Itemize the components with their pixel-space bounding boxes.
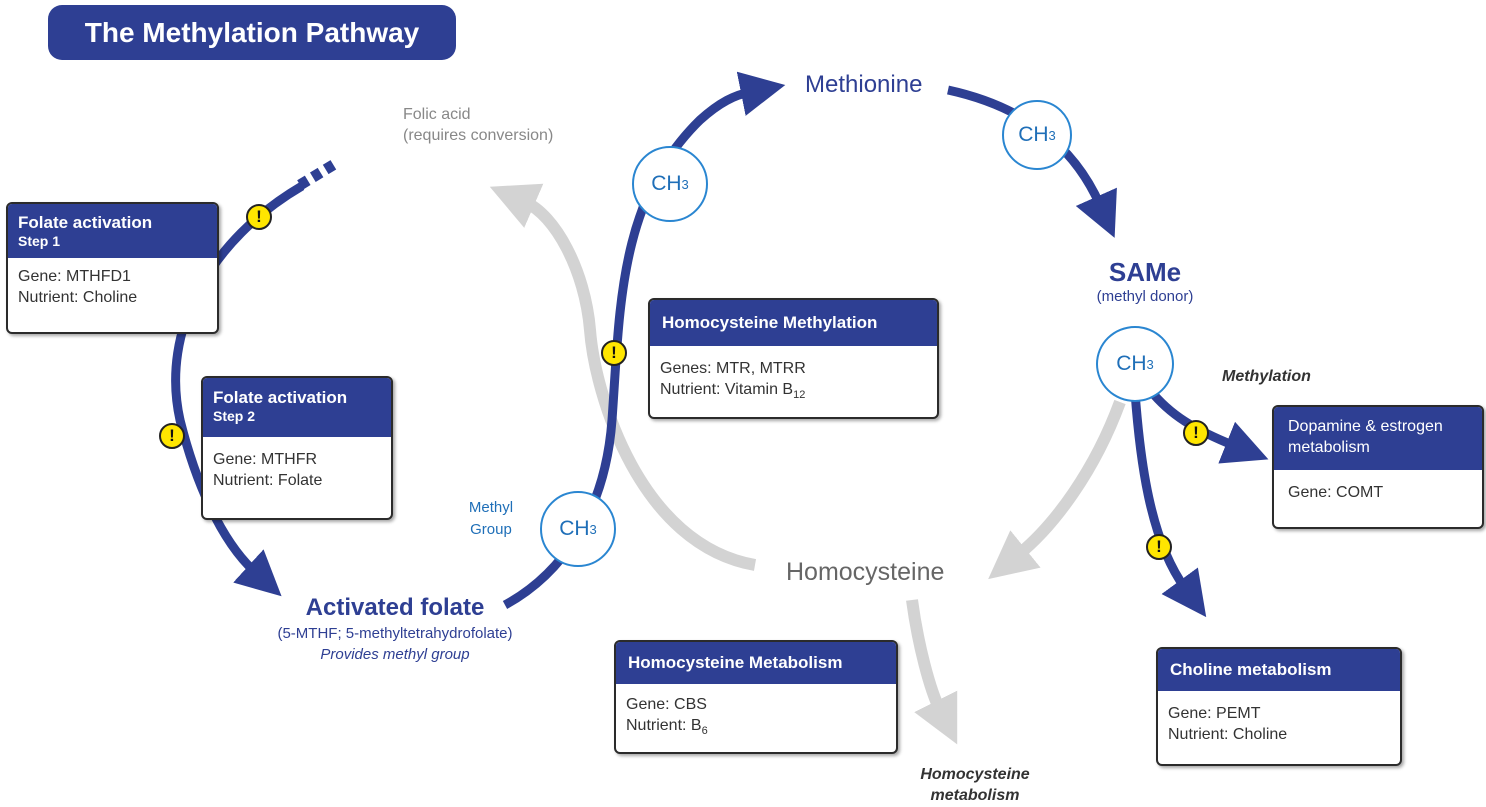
box-body: Gene: COMT <box>1274 470 1482 511</box>
ch3-base: CH <box>1018 123 1049 146</box>
box-title: Choline metabolism <box>1170 660 1332 679</box>
box-body: Gene: CBS Nutrient: B6 <box>616 684 896 750</box>
warning-icon-comt: ! <box>1183 420 1209 446</box>
box-body: Genes: MTR, MTRR Nutrient: Vitamin B12 <box>650 346 937 414</box>
nutrient-line: Nutrient: B6 <box>626 715 886 742</box>
warning-icon-pemt: ! <box>1146 534 1172 560</box>
ch3-base: CH <box>559 517 590 540</box>
folic-acid-label: Folic acid (requires conversion) <box>403 104 553 146</box>
choline-metabolism-box: Choline metabolism Gene: PEMT Nutrient: … <box>1156 647 1402 766</box>
nutrient-line: Nutrient: Folate <box>213 472 323 489</box>
nutrient-text: Nutrient: B <box>626 717 702 734</box>
ch3-base: CH <box>1116 352 1147 375</box>
nutrient-subscript: 6 <box>701 725 708 738</box>
box-header: Folate activation Step 2 <box>203 378 391 437</box>
arrow-folic-to-activated <box>171 182 305 597</box>
box-title: Homocysteine Methylation <box>662 313 878 332</box>
ch3-base: CH <box>651 172 682 195</box>
arrow-same-to-choline <box>1130 391 1207 618</box>
box-header: Choline metabolism <box>1158 649 1400 691</box>
gene-line: Gene: MTHFD1 <box>18 268 131 285</box>
folic-dashed-line <box>297 157 341 190</box>
activated-folate-sub: (5-MTHF; 5-methyltetrahydrofolate) <box>277 625 513 642</box>
box-title: Dopamine & estrogen metabolism <box>1288 418 1443 456</box>
box-header: Homocysteine Methylation <box>650 300 937 346</box>
gray-arc-to-homocysteine <box>988 399 1126 580</box>
gene-line: Genes: MTR, MTRR <box>660 360 806 377</box>
activated-folate-name: Activated folate <box>305 594 485 621</box>
box-header: Homocysteine Metabolism <box>616 642 896 684</box>
box-body: Gene: MTHFD1 Nutrient: Choline <box>8 258 217 316</box>
nutrient-line: Nutrient: Choline <box>1168 726 1288 743</box>
arrow-same-to-dopamine <box>1146 387 1269 464</box>
methyl-group-line2: Group <box>470 521 512 538</box>
folic-acid-line2: (requires conversion) <box>403 127 554 144</box>
box-title: Folate activation <box>213 388 348 407</box>
ch3-sub: 3 <box>1048 127 1056 143</box>
hcy-met-line2: metabolism <box>930 787 1020 804</box>
box-header: Dopamine & estrogen metabolism <box>1274 407 1482 470</box>
box-body: Gene: MTHFR Nutrient: Folate <box>203 437 391 499</box>
box-title: Homocysteine Metabolism <box>628 653 843 672</box>
ch3-sub: 3 <box>1146 356 1154 372</box>
nutrient-subscript: 12 <box>793 389 806 402</box>
box-header: Folate activation Step 1 <box>8 204 217 258</box>
homocysteine-metabolism-box: Homocysteine Metabolism Gene: CBS Nutrie… <box>614 640 898 754</box>
methionine-label: Methionine <box>805 71 923 98</box>
box-step: Step 1 <box>18 233 61 249</box>
box-title: Folate activation <box>18 213 153 232</box>
nutrient-line: Nutrient: Vitamin B12 <box>660 379 927 406</box>
ch3-sub: 3 <box>589 521 597 537</box>
ch3-sub: 3 <box>681 176 689 192</box>
activated-folate-block: Activated folate (5-MTHF; 5-methyltetrah… <box>245 593 545 665</box>
nutrient-text: Nutrient: Vitamin B <box>660 381 794 398</box>
gray-arc-to-folic <box>489 183 757 571</box>
activated-folate-note: Provides methyl group <box>320 646 470 663</box>
methylation-label: Methylation <box>1222 368 1311 385</box>
gene-line: Gene: CBS <box>626 696 707 713</box>
box-body: Gene: PEMT Nutrient: Choline <box>1158 691 1400 753</box>
warning-icon-methylation: ! <box>601 340 627 366</box>
folate-activation-step1-box: Folate activation Step 1 Gene: MTHFD1 Nu… <box>6 202 219 334</box>
nutrient-line: Nutrient: Choline <box>18 289 138 306</box>
folate-activation-step2-box: Folate activation Step 2 Gene: MTHFR Nut… <box>201 376 393 520</box>
same-label: SAMe (methyl donor) <box>1060 256 1230 306</box>
gene-line: Gene: PEMT <box>1168 705 1261 722</box>
methyl-group-line1: Methyl <box>468 499 514 516</box>
dopamine-estrogen-box: Dopamine & estrogen metabolism Gene: COM… <box>1272 405 1484 529</box>
homocysteine-metabolism-label: Homocysteine metabolism <box>900 764 1050 806</box>
hcy-met-line1: Homocysteine <box>920 766 1030 783</box>
gray-arrow-hcy-metabolism <box>906 599 958 745</box>
gene-line: Gene: MTHFR <box>213 451 318 468</box>
homocysteine-methylation-box: Homocysteine Methylation Genes: MTR, MTR… <box>648 298 939 419</box>
homocysteine-label: Homocysteine <box>786 558 945 586</box>
box-step: Step 2 <box>213 408 256 424</box>
warning-icon-folic: ! <box>246 204 272 230</box>
same-sub: (methyl donor) <box>1096 288 1194 305</box>
same-name: SAMe <box>1108 257 1182 287</box>
warning-icon-step2: ! <box>159 423 185 449</box>
page-title: The Methylation Pathway <box>48 5 456 60</box>
gene-line: Gene: COMT <box>1288 484 1384 501</box>
folic-acid-line1: Folic acid <box>403 106 471 123</box>
methyl-group-label: Methyl Group <box>460 497 522 541</box>
